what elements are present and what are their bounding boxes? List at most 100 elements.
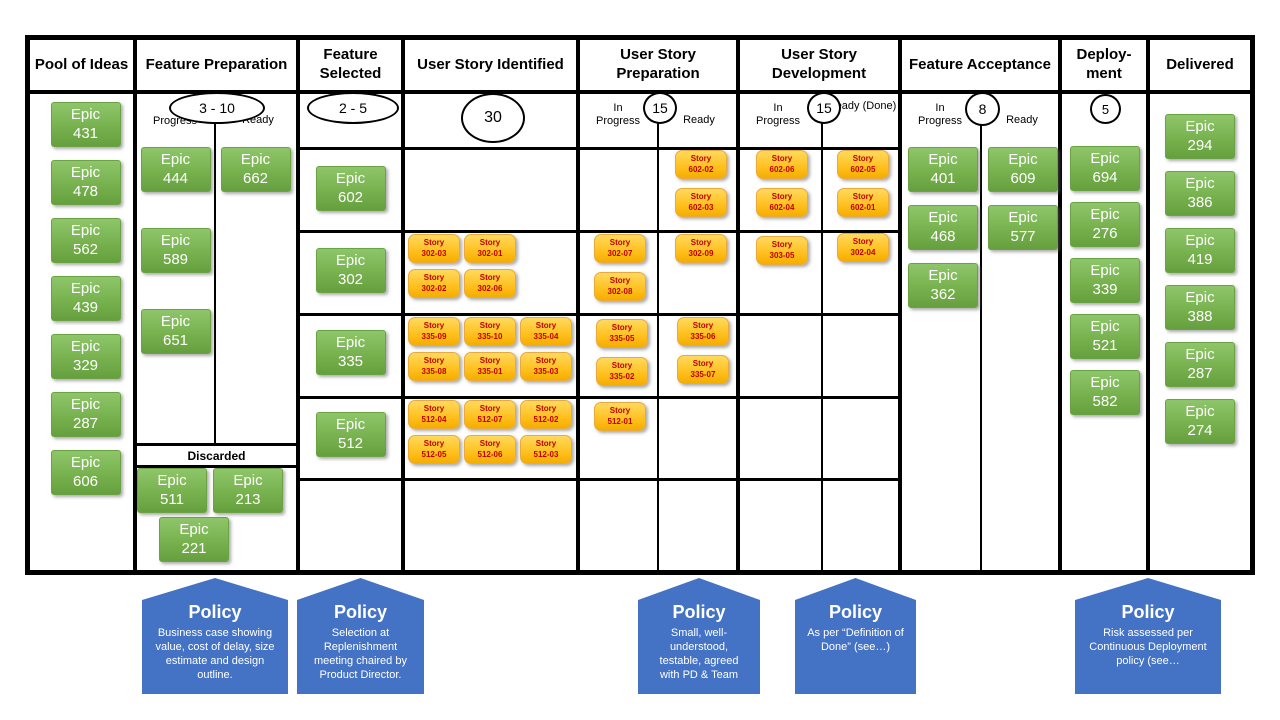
wip-limit-acceptance: 8 <box>965 92 1000 126</box>
column-divider <box>401 40 405 570</box>
header-divider <box>30 90 1250 94</box>
wip-limit-preparation: 3 - 10 <box>169 92 265 124</box>
policy-definition-of-done: Policy As per “Definition of Done” (see…… <box>795 578 916 694</box>
column-divider <box>736 40 740 570</box>
swimlane-divider <box>296 230 902 233</box>
policy-text: As per “Definition of Done” (see…) <box>807 626 904 653</box>
header-feature-selected: Feature Selected <box>319 46 382 82</box>
usd-ready-done-label: Ready (Done) <box>827 100 897 112</box>
wip-limit-identified: 30 <box>461 93 525 143</box>
header-delivered: Delivered <box>1166 55 1234 73</box>
header-pool-of-ideas: Pool of Ideas <box>34 55 129 73</box>
usp-subcolumn-divider <box>657 102 659 570</box>
policy-text: Selection at Replenishment meeting chair… <box>314 626 407 682</box>
policy-feature-selected: Policy Selection at Replenishment meetin… <box>297 578 424 694</box>
column-divider <box>576 40 580 570</box>
column-divider <box>296 40 300 570</box>
usp-in-progress-label: In Progress <box>595 102 641 127</box>
header-user-story-identified: User Story Identified <box>417 55 564 73</box>
policy-text: Small, well-understood, testable, agreed… <box>659 626 739 682</box>
